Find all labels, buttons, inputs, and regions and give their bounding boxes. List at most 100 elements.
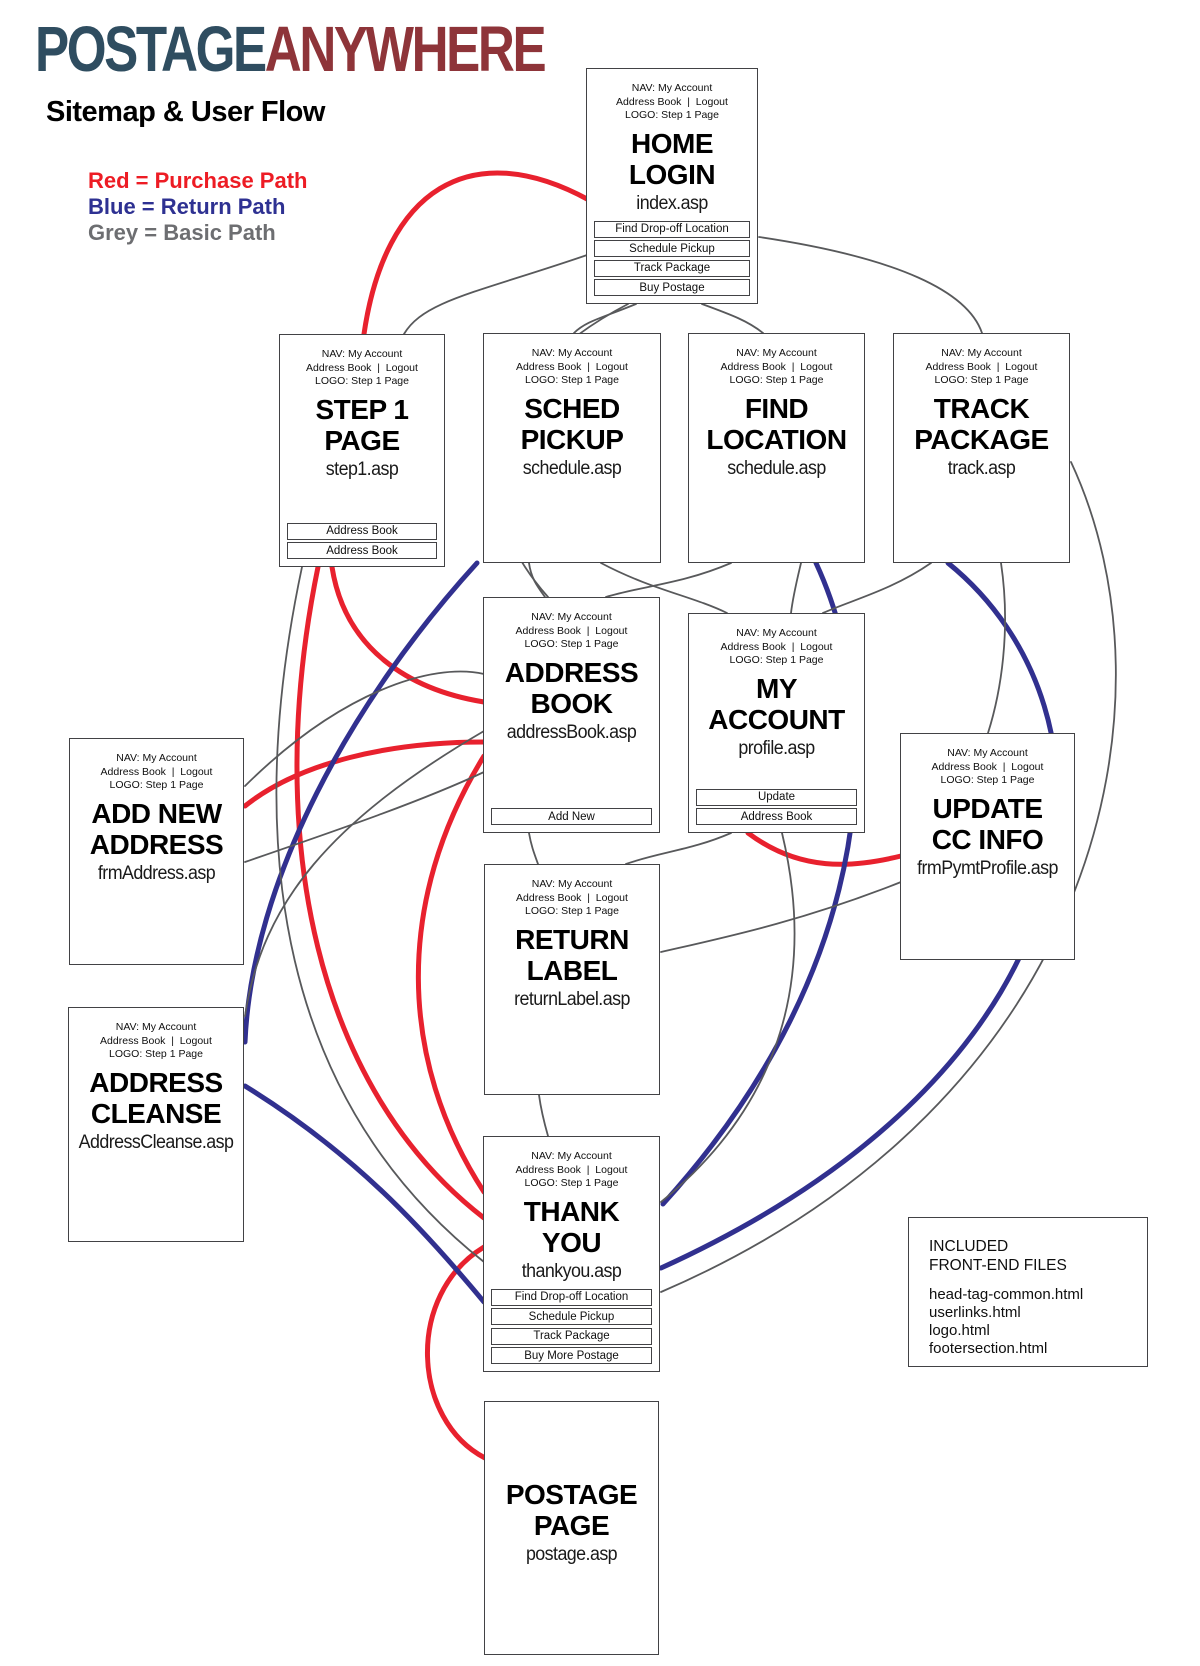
node-update-cc-info: NAV: My Account Address Book | Logout LO…: [900, 733, 1075, 960]
edge-addressbook-to-addnew: [242, 739, 487, 809]
edge-myaccount-to-thankyou: [660, 832, 796, 1203]
edge-step1-to-addressbook: [329, 564, 487, 705]
nav-line-1: NAV: My Account: [947, 747, 1028, 759]
edge-home-to-track: [758, 236, 983, 334]
edge-home-to-step1: [361, 170, 592, 337]
nav-line-2: Address Book | Logout: [516, 891, 628, 904]
included-file: logo.html: [929, 1321, 990, 1339]
button-buy-postage[interactable]: Buy Postage: [594, 279, 750, 296]
nav-header[interactable]: NAV: My Account Address Book | Logout LO…: [485, 865, 659, 919]
button-schedule-pickup[interactable]: Schedule Pickup: [491, 1308, 652, 1325]
included-heading: INCLUDED FRONT-END FILES: [929, 1238, 1067, 1275]
edge-home-to-sched: [573, 303, 637, 334]
node-filename: step1.asp: [325, 458, 399, 480]
nav-line-2: Address Book | Logout: [516, 360, 628, 373]
node-sched-pickup: NAV: My Account Address Book | Logout LO…: [483, 333, 661, 563]
node-filename: frmAddress.asp: [97, 862, 216, 884]
nav-line-1: NAV: My Account: [736, 627, 817, 639]
edge-returnlabel-to-thankyou: [538, 1094, 549, 1137]
nav-header[interactable]: NAV: My Account Address Book | Logout LO…: [484, 598, 659, 652]
button-update[interactable]: Update: [696, 788, 857, 806]
button-address-book[interactable]: Address Book: [287, 542, 437, 559]
nav-line-3: LOGO: Step 1 Page: [109, 1048, 203, 1061]
nav-header[interactable]: NAV: My Account Address Book | Logout LO…: [587, 69, 757, 123]
edge-thankyou-to-postage: [425, 1244, 488, 1461]
edge-myaccount-to-returnlabel: [625, 832, 732, 865]
nav-line-3: LOGO: Step 1 Page: [940, 774, 1035, 787]
node-address-book: NAV: My Account Address Book | Logout LO…: [483, 597, 660, 833]
included-file: footersection.html: [929, 1339, 1048, 1357]
button-track-package[interactable]: Track Package: [594, 259, 750, 277]
node-buttons: Address Book Address Book: [280, 520, 444, 566]
edge-myaccount-to-updatecc: [745, 830, 904, 867]
nav-line-2: Address Book | Logout: [720, 360, 833, 373]
button-address-book[interactable]: Address Book: [696, 808, 857, 825]
nav-header[interactable]: NAV: My Account Address Book | Logout LO…: [484, 1137, 659, 1191]
button-add-new[interactable]: Add New: [491, 808, 652, 825]
edge-addresscleanse-to-thankyou: [242, 1083, 487, 1305]
edge-home-to-step1-grey: [403, 253, 591, 335]
nav-header[interactable]: NAV: My Account Address Book | Logout LO…: [689, 614, 864, 668]
nav-line-1: NAV: My Account: [531, 878, 613, 890]
page-title: Sitemap & User Flow: [46, 96, 325, 128]
button-find-drop-off-location[interactable]: Find Drop-off Location: [594, 220, 750, 238]
nav-line-3: LOGO: Step 1 Page: [525, 374, 619, 387]
button-find-drop-off-location[interactable]: Find Drop-off Location: [491, 1288, 652, 1306]
nav-line-1: NAV: My Account: [115, 1021, 197, 1033]
nav-header[interactable]: NAV: My Account Address Book | Logout LO…: [894, 334, 1069, 388]
nav-line-1: NAV: My Account: [736, 347, 817, 359]
nav-line-3: LOGO: Step 1 Page: [934, 374, 1029, 387]
nav-header[interactable]: NAV: My Account Address Book | Logout LO…: [484, 334, 660, 388]
logo-postage: POSTAGE: [35, 13, 267, 85]
nav-line-3: LOGO: Step 1 Page: [729, 374, 824, 387]
edge-find-to-myaccount: [790, 562, 802, 614]
nav-line-2: Address Book | Logout: [931, 760, 1044, 773]
nav-line-1: NAV: My Account: [631, 82, 713, 94]
edge-sched-to-myaccount: [600, 562, 728, 614]
button-schedule-pickup[interactable]: Schedule Pickup: [594, 240, 750, 257]
button-buy-more-postage[interactable]: Buy More Postage: [491, 1347, 652, 1364]
button-track-package[interactable]: Track Package: [491, 1327, 652, 1345]
nav-header[interactable]: NAV: My Account Address Book | Logout LO…: [689, 334, 864, 388]
nav-line-1: NAV: My Account: [531, 347, 613, 359]
node-filename: track.asp: [947, 457, 1016, 479]
nav-line-2: Address Book | Logout: [720, 640, 833, 653]
edge-step1-to-thankyou: [294, 564, 487, 1221]
node-filename: schedule.asp: [522, 457, 622, 479]
node-filename: schedule.asp: [727, 457, 826, 479]
included-file: head-tag-common.html: [929, 1285, 1084, 1303]
edge-sched-to-addressbook: [528, 562, 546, 598]
edge-sched-to-addresscleanse: [242, 560, 480, 1045]
included-file: userlinks.html: [929, 1303, 1021, 1321]
nav-header[interactable]: NAV: My Account Address Book | Logout LO…: [70, 739, 243, 793]
nav-line-3: LOGO: Step 1 Page: [524, 1177, 619, 1190]
node-step1-page: NAV: My Account Address Book | Logout LO…: [279, 334, 445, 567]
nav-line-1: NAV: My Account: [531, 1150, 612, 1162]
node-filename: thankyou.asp: [521, 1260, 622, 1282]
nav-line-1: NAV: My Account: [321, 348, 403, 360]
nav-header[interactable]: NAV: My Account Address Book | Logout LO…: [901, 734, 1074, 788]
node-buttons: Find Drop-off Location Schedule Pickup T…: [484, 1286, 659, 1371]
node-filename: returnLabel.asp: [514, 988, 630, 1010]
nav-header[interactable]: NAV: My Account Address Book | Logout LO…: [280, 335, 444, 389]
node-home-login: NAV: My Account Address Book | Logout LO…: [586, 68, 758, 304]
edge-addressbook-to-thankyou-red: [415, 753, 487, 1195]
nav-line-2: Address Book | Logout: [100, 1034, 212, 1047]
nav-line-2: Address Book | Logout: [515, 1163, 628, 1176]
nav-line-3: LOGO: Step 1 Page: [315, 375, 409, 388]
nav-header[interactable]: NAV: My Account Address Book | Logout LO…: [69, 1008, 243, 1062]
node-buttons: Add New: [484, 806, 659, 833]
node-buttons: Update Address Book: [689, 786, 864, 832]
nav-line-3: LOGO: Step 1 Page: [729, 654, 824, 667]
legend: Red = Purchase Path Blue = Return Path G…: [88, 168, 307, 246]
button-address-book[interactable]: Address Book: [287, 522, 437, 540]
node-my-account: NAV: My Account Address Book | Logout LO…: [688, 613, 865, 833]
edge-addnew-to-addressbook-1: [244, 670, 485, 787]
